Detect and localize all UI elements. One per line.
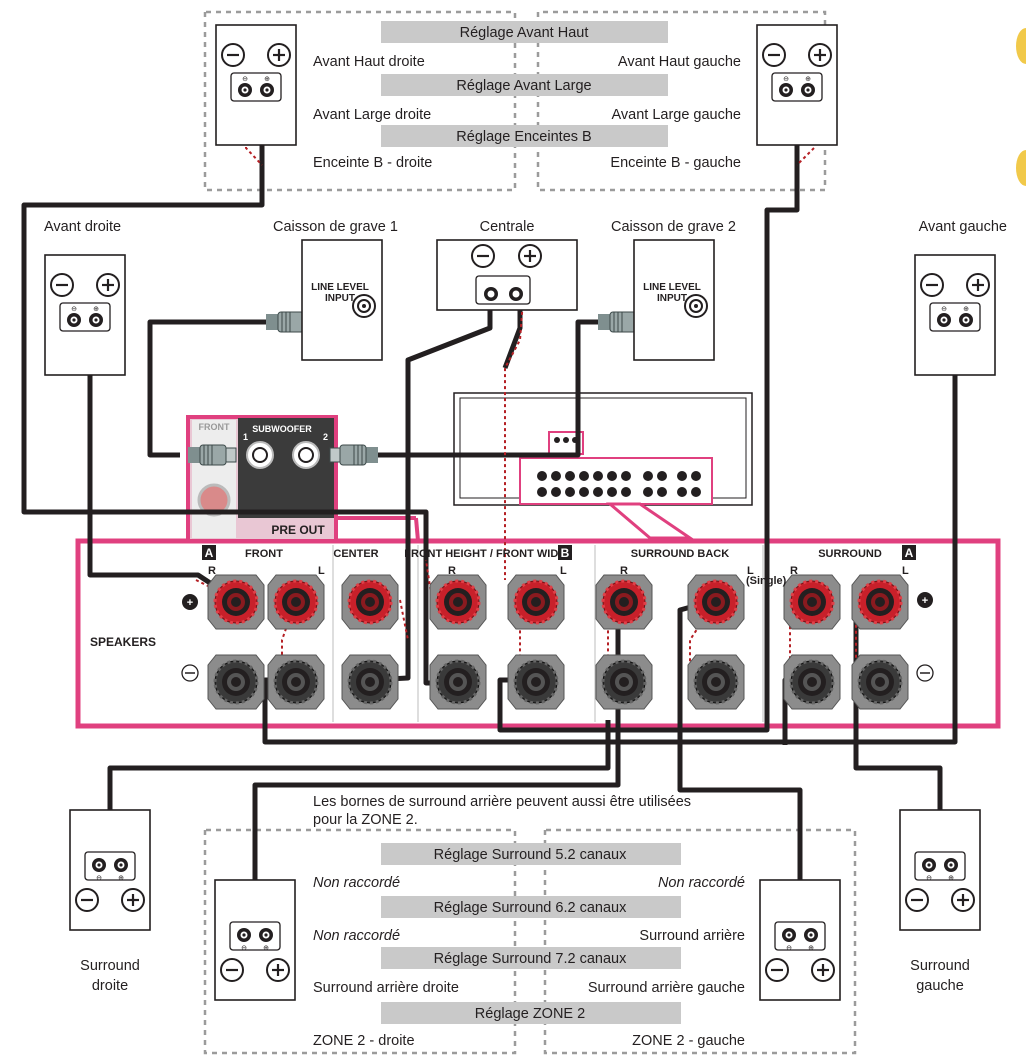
svg-text:+: + bbox=[187, 597, 193, 609]
label-speaker-b-left: Enceinte B - gauche bbox=[610, 155, 741, 171]
panel-l-front: L bbox=[318, 565, 325, 577]
label-front-wide-right: Avant Large droite bbox=[313, 107, 431, 123]
label-surround-right-2: droite bbox=[92, 978, 128, 994]
label-surround-left-1: Surround bbox=[910, 958, 970, 974]
bar-surround-52: Réglage Surround 5.2 canaux bbox=[434, 847, 627, 863]
panel-surround: SURROUND bbox=[818, 548, 882, 560]
label-br-3: Surround arrière gauche bbox=[588, 980, 745, 996]
panel-single: (Single) bbox=[746, 575, 787, 587]
panel-r-sb: R bbox=[620, 565, 628, 577]
badge-a-surround: A bbox=[905, 546, 914, 560]
sub2-line-level: LINE LEVEL bbox=[643, 282, 701, 293]
top-setting-bars bbox=[381, 21, 668, 147]
speaker-bottom-left bbox=[213, 878, 297, 1002]
label-front-wide-left: Avant Large gauche bbox=[611, 107, 741, 123]
label-front-right: Avant droite bbox=[44, 219, 121, 235]
badge-b: B bbox=[561, 546, 570, 560]
bar-zone2: Réglage ZONE 2 bbox=[475, 1006, 585, 1022]
receiver-rear-overview bbox=[453, 392, 753, 540]
bottom-dashed-group bbox=[203, 828, 857, 1055]
speaker-front-left bbox=[913, 253, 997, 377]
bar-speakers-b: Réglage Enceintes B bbox=[456, 129, 591, 145]
panel-l-surround: L bbox=[902, 565, 909, 577]
sub1-input: INPUT bbox=[325, 293, 355, 304]
zone-note-line2: pour la ZONE 2. bbox=[313, 812, 418, 828]
panel-surround-back: SURROUND BACK bbox=[631, 548, 729, 560]
bar-surround-62: Réglage Surround 6.2 canaux bbox=[434, 900, 627, 916]
speaker-center-box bbox=[436, 239, 578, 311]
panel-center: CENTER bbox=[333, 548, 378, 560]
label-bl-2: Non raccordé bbox=[313, 928, 400, 944]
label-subwoofer-2: Caisson de grave 2 bbox=[611, 219, 736, 235]
speaker-surround-right bbox=[68, 808, 152, 932]
label-center: Centrale bbox=[480, 219, 535, 235]
bottom-setting-bars bbox=[381, 843, 681, 1024]
badge-a-front: A bbox=[205, 546, 214, 560]
label-br-2: Surround arrière bbox=[639, 928, 745, 944]
panel-r-fh: R bbox=[448, 565, 456, 577]
preout-front: FRONT bbox=[199, 422, 230, 432]
speaker-top-left bbox=[214, 23, 298, 147]
panel-front: FRONT bbox=[245, 548, 283, 560]
label-subwoofer-1: Caisson de grave 1 bbox=[273, 219, 398, 235]
top-dashed-group bbox=[203, 10, 827, 192]
sub2-input: INPUT bbox=[657, 293, 687, 304]
svg-text:+: + bbox=[922, 595, 928, 607]
label-bl-4: ZONE 2 - droite bbox=[313, 1033, 415, 1049]
bar-front-height: Réglage Avant Haut bbox=[460, 25, 589, 41]
preout-label: PRE OUT bbox=[271, 523, 325, 537]
bar-front-wide: Réglage Avant Large bbox=[456, 78, 591, 94]
panel-front-height-wide: FRONT HEIGHT / FRONT WIDE / bbox=[404, 548, 571, 560]
speaker-top-right bbox=[755, 23, 839, 147]
speaker-front-right bbox=[43, 253, 127, 377]
preout-jacks bbox=[246, 441, 320, 469]
label-bl-1: Non raccordé bbox=[313, 875, 400, 891]
speaker-bottom-right bbox=[758, 878, 842, 1002]
label-surround-left-2: gauche bbox=[916, 978, 964, 994]
label-br-4: ZONE 2 - gauche bbox=[632, 1033, 745, 1049]
label-front-height-left: Avant Haut gauche bbox=[618, 54, 741, 70]
panel-r-surround: R bbox=[790, 565, 798, 577]
panel-l-fh: L bbox=[560, 565, 567, 577]
sub1-line-level: LINE LEVEL bbox=[311, 282, 369, 293]
label-front-height-right: Avant Haut droite bbox=[313, 54, 425, 70]
label-br-1: Non raccordé bbox=[658, 875, 745, 891]
speaker-surround-left bbox=[898, 808, 982, 932]
rca-plug-1 bbox=[187, 444, 237, 466]
preout-subwoofer: SUBWOOFER bbox=[252, 424, 312, 434]
label-speaker-b-right: Enceinte B - droite bbox=[313, 155, 432, 171]
label-surround-right-1: Surround bbox=[80, 958, 140, 974]
zone-note-line1: Les bornes de surround arrière peuvent a… bbox=[313, 794, 691, 810]
panel-r-front: R bbox=[208, 565, 216, 577]
panel-l-sb: L bbox=[747, 565, 754, 577]
panel-speakers: SPEAKERS bbox=[90, 635, 156, 649]
label-front-left: Avant gauche bbox=[919, 219, 1007, 235]
preout-num2: 2 bbox=[323, 432, 328, 442]
preout-num1: 1 bbox=[243, 432, 248, 442]
label-bl-3: Surround arrière droite bbox=[313, 980, 459, 996]
bar-surround-72: Réglage Surround 7.2 canaux bbox=[434, 951, 627, 967]
